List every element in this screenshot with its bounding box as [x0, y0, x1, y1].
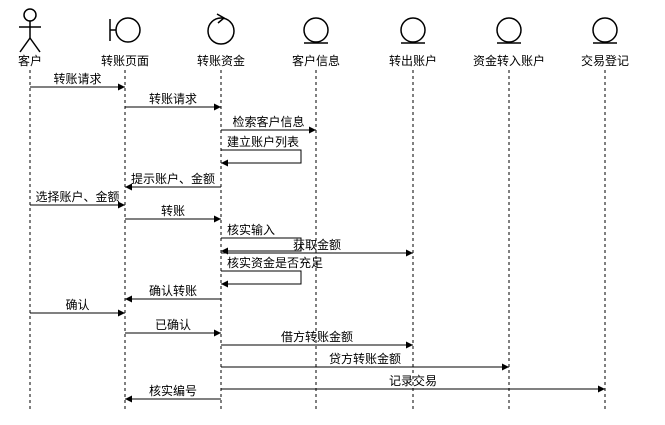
message-label: 转账请求	[53, 71, 101, 86]
message-11: 确认	[30, 298, 125, 317]
self-message-arrow	[221, 270, 302, 288]
message-label: 选择账户、金额	[35, 189, 119, 204]
message-label: 贷方转账金额	[329, 351, 401, 366]
message-label: 提示账户、金额	[131, 171, 215, 186]
message-0: 转账请求	[30, 71, 125, 91]
entity-circle-icon	[400, 17, 426, 43]
message-label: 建立账户列表	[227, 134, 299, 149]
message-8: 获取金额	[221, 237, 413, 257]
message-label: 核实资金是否充足	[227, 255, 323, 270]
boundary-circle-icon	[115, 17, 141, 43]
message-3: 建立账户列表	[221, 134, 302, 167]
message-1: 转账请求	[125, 91, 221, 111]
message-13: 借方转账金额	[221, 329, 413, 349]
participant-label-p1: 转账页面	[101, 53, 149, 68]
participant-label-p4: 转出账户	[389, 53, 437, 68]
actor-right-leg-icon	[29, 37, 41, 53]
message-14: 贷方转账金额	[221, 351, 509, 371]
message-2: 检索客户信息	[221, 114, 316, 134]
message-15: 记录交易	[221, 373, 605, 393]
participant-p3: 客户信息	[292, 17, 340, 68]
message-label: 检索客户信息	[232, 114, 304, 129]
message-5: 选择账户、金额	[30, 189, 125, 209]
message-9: 核实资金是否充足	[221, 255, 323, 288]
message-label: 借方转账金额	[281, 329, 353, 344]
control-arrow-icon	[216, 13, 226, 24]
message-6: 转账	[125, 203, 221, 223]
message-label: 转账请求	[149, 91, 197, 106]
message-10: 确认转账	[125, 283, 221, 303]
actor-left-leg-icon	[19, 37, 31, 53]
message-12: 已确认	[125, 318, 221, 337]
message-7: 核实输入	[221, 222, 302, 255]
actor-head-icon	[23, 8, 37, 22]
participant-p6: 交易登记	[581, 17, 629, 68]
entity-circle-icon	[496, 17, 522, 43]
participant-p4: 转出账户	[389, 17, 437, 68]
message-label: 核实输入	[227, 222, 275, 237]
participant-p1: 转账页面	[101, 17, 149, 68]
participant-label-p2: 转账资金	[197, 53, 245, 68]
entity-circle-icon	[303, 17, 329, 43]
message-label: 核实编号	[149, 383, 197, 398]
participant-p0: 客户	[18, 8, 42, 68]
message-label: 确认	[65, 298, 89, 312]
participant-p5: 资金转入账户	[473, 17, 545, 68]
participant-label-p0: 客户	[18, 53, 42, 68]
entity-circle-icon	[592, 17, 618, 43]
control-circle-icon	[207, 17, 235, 45]
message-label: 获取金额	[293, 237, 341, 252]
message-4: 提示账户、金额	[125, 171, 221, 191]
participant-label-p3: 客户信息	[292, 53, 340, 68]
message-label: 确认转账	[149, 283, 197, 298]
self-message-arrow	[221, 149, 302, 167]
message-label: 已确认	[155, 318, 191, 332]
participant-p2: 转账资金	[197, 13, 245, 68]
message-label: 记录交易	[389, 373, 437, 388]
message-16: 核实编号	[125, 383, 221, 403]
participant-label-p5: 资金转入账户	[473, 53, 545, 68]
participant-label-p6: 交易登记	[581, 53, 629, 68]
self-message-arrow	[221, 237, 302, 255]
message-label: 转账	[161, 203, 185, 218]
